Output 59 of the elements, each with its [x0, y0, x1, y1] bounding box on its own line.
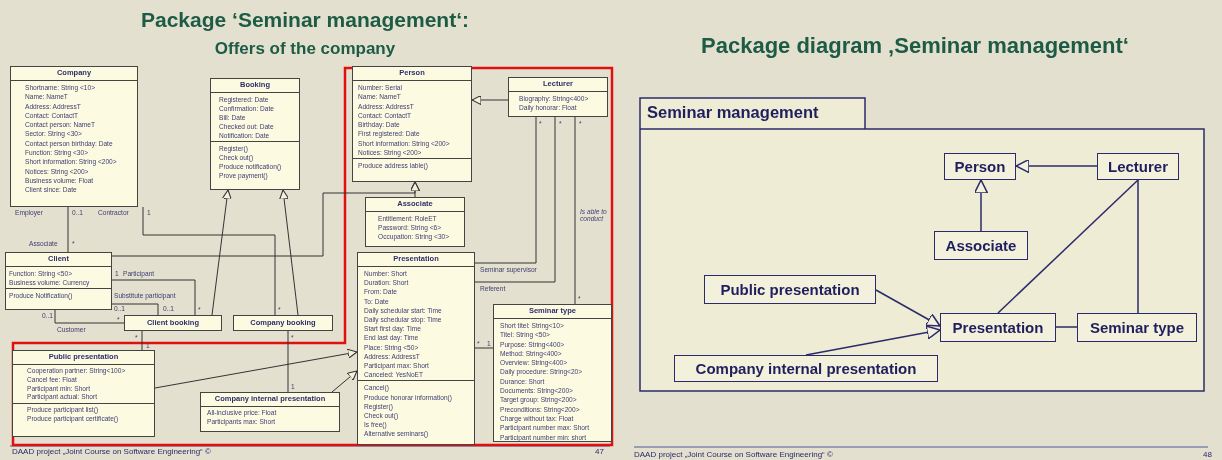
class-box — [944, 153, 1016, 180]
class-box — [365, 197, 465, 247]
association-line — [142, 206, 276, 316]
slide-subtitle: Offers of the company — [214, 40, 396, 59]
class-name: Associate — [945, 237, 1017, 254]
class-box — [124, 315, 222, 331]
package-frame — [639, 97, 1205, 392]
association-line — [287, 330, 289, 393]
class-box — [5, 252, 112, 310]
association-line — [54, 309, 125, 324]
page-number: 47 — [595, 448, 604, 457]
class-box — [352, 66, 472, 182]
class-name: Presentation — [952, 319, 1044, 336]
class-box — [1097, 153, 1179, 180]
association-line — [67, 206, 69, 253]
class-box — [934, 231, 1028, 260]
page-number: 48 — [1203, 451, 1212, 460]
class-name: Seminar type — [1089, 319, 1185, 336]
generalization-arrow — [211, 189, 232, 316]
class-box — [508, 77, 608, 117]
association-line — [574, 116, 576, 305]
generalization-arrow — [805, 325, 941, 356]
package-name: Seminar management — [647, 103, 819, 122]
association-line — [474, 116, 556, 283]
association-line — [1055, 326, 1078, 328]
generalization-arrow — [331, 370, 358, 393]
footer-text: DAAD project „Joint Course on Software Engineering“ © — [12, 448, 211, 457]
slide-title: Package ‘Seminar management‘: — [141, 8, 469, 32]
class-name: Company internal presentation — [695, 360, 917, 377]
class-box — [210, 78, 300, 190]
association-line — [474, 347, 494, 349]
class-box — [233, 315, 333, 331]
class-name: Person — [954, 158, 1006, 175]
class-box — [940, 313, 1056, 342]
class-box — [493, 304, 612, 442]
association-line — [474, 116, 537, 264]
generalization-arrow — [875, 289, 941, 327]
class-box — [704, 275, 876, 304]
class-box — [357, 252, 475, 445]
class-box — [674, 355, 938, 382]
generalization-arrow — [279, 189, 299, 316]
generalization-arrow — [973, 179, 989, 232]
association-line — [111, 279, 196, 316]
generalization-arrow — [471, 94, 509, 106]
generalization-arrow — [409, 181, 421, 198]
class-box — [200, 392, 340, 432]
class-name: Lecturer — [1108, 158, 1168, 175]
generalization-arrow — [1015, 158, 1098, 174]
association-line — [111, 303, 159, 316]
class-box — [10, 66, 138, 207]
class-name: Public presentation — [720, 281, 860, 298]
footer-text: DAAD project „Joint Course on Software Engineering“ © — [634, 451, 833, 460]
association-line — [997, 179, 1139, 314]
association-line — [1137, 179, 1139, 314]
association-line — [141, 330, 143, 351]
class-box — [1077, 313, 1197, 342]
class-box — [12, 350, 155, 437]
slide-title: Package diagram ‚Seminar management‘ — [701, 34, 1129, 59]
generalization-arrow — [154, 348, 358, 389]
